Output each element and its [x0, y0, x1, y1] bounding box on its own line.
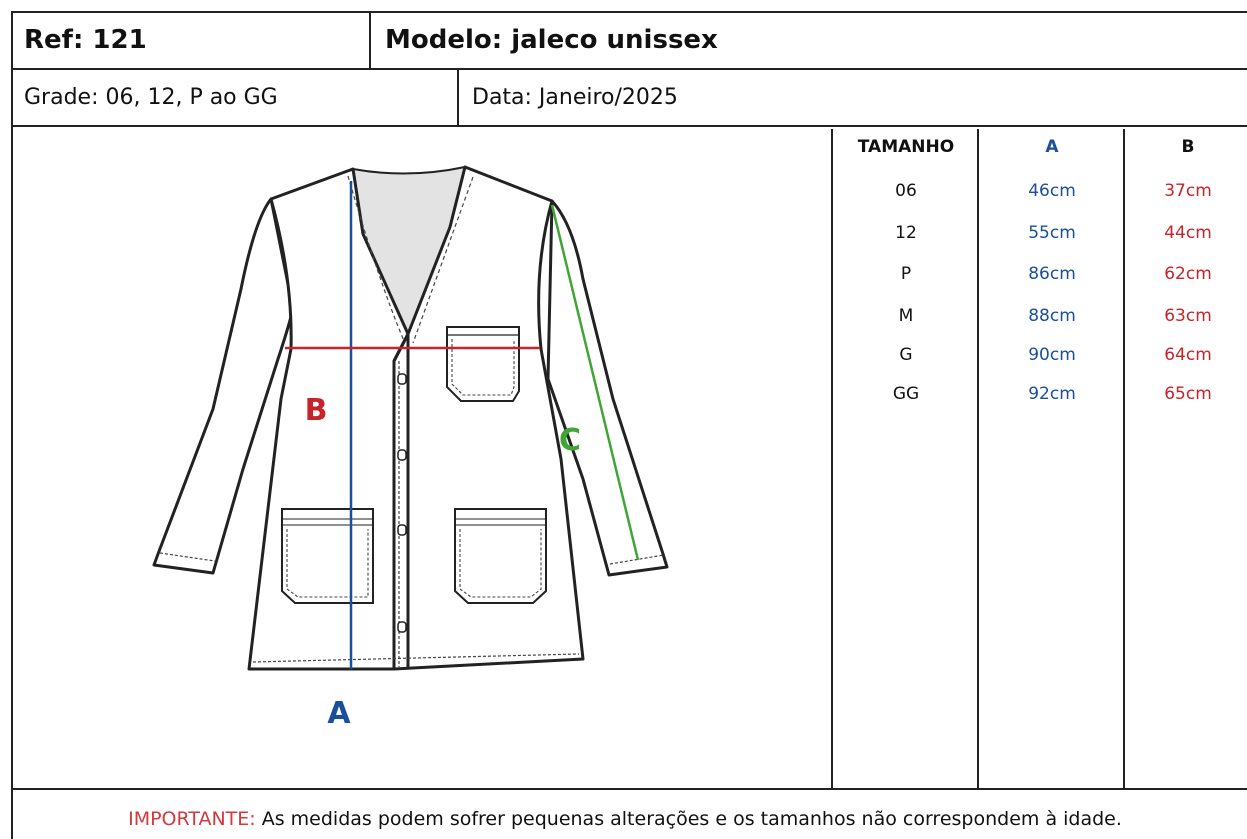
measure-b-column: B 37cm 44cm 62cm 63cm 64cm 65cm	[1127, 129, 1247, 790]
chest-pocket-stitch	[451, 339, 515, 396]
measure-a-cell: 90cm	[1028, 345, 1076, 365]
lower-left-pocket-stitch	[286, 529, 369, 598]
measure-a-cell: 55cm	[1028, 223, 1076, 243]
measure-a-cell: 86cm	[1028, 264, 1076, 284]
right-sleeve	[546, 199, 669, 577]
button	[397, 449, 407, 461]
important-label: IMPORTANTE:	[128, 808, 256, 830]
measure-a-cell: 46cm	[1028, 181, 1076, 201]
lower-left-pocket-welt	[282, 518, 373, 526]
measure-a-column: A 46cm 55cm 86cm 88cm 90cm 92cm	[981, 129, 1125, 790]
placket-edge	[392, 333, 410, 669]
measure-b-cell: 37cm	[1164, 181, 1212, 201]
measure-b-cell: 64cm	[1164, 345, 1212, 365]
button	[397, 373, 407, 385]
size-cell: G	[899, 345, 913, 365]
size-column: TAMANHO 06 12 P M G GG	[835, 129, 979, 790]
measure-line-c	[550, 204, 640, 561]
date-text: Data: Janeiro/2025	[472, 85, 678, 110]
measure-b-header: B	[1181, 137, 1195, 157]
footer-note: IMPORTANTE: As medidas podem sofrer pequ…	[13, 792, 1247, 839]
info-row: Grade: 06, 12, P ao GG Data: Janeiro/202…	[13, 70, 1247, 127]
ref-cell: Ref: 121	[13, 13, 371, 68]
measure-b-cell: 44cm	[1164, 223, 1212, 243]
measure-b-cell: 65cm	[1164, 384, 1212, 404]
left-cuff-stitch	[159, 552, 216, 562]
lower-left-pocket	[281, 508, 374, 604]
footer-text: IMPORTANTE: As medidas podem sofrer pequ…	[13, 808, 1237, 830]
lower-right-pocket	[454, 508, 547, 604]
left-sleeve	[152, 197, 295, 575]
size-cell: 12	[895, 223, 917, 243]
grade-cell: Grade: 06, 12, P ao GG	[13, 70, 459, 125]
label-b: B	[305, 393, 328, 428]
model-text: Modelo: jaleco unissex	[385, 25, 718, 55]
button	[397, 524, 407, 536]
size-cell: M	[898, 306, 914, 326]
label-c: C	[559, 423, 581, 458]
right-lapel-stitch	[412, 176, 474, 344]
left-lapel-stitch	[347, 175, 405, 342]
ref-text: Ref: 121	[24, 25, 147, 55]
lab-coat-drawing: A B C	[152, 165, 669, 731]
measure-a-cell: 88cm	[1028, 306, 1076, 326]
size-cell: 06	[895, 181, 917, 201]
label-a: A	[327, 696, 351, 731]
size-cell: GG	[892, 384, 920, 404]
measure-a-header: A	[1045, 137, 1059, 157]
lower-right-pocket-welt	[455, 518, 546, 526]
button	[397, 621, 407, 633]
hem-stitch	[252, 653, 580, 663]
size-cell: P	[900, 264, 912, 284]
date-cell: Data: Janeiro/2025	[461, 70, 1247, 125]
model-cell: Modelo: jaleco unissex	[373, 13, 1247, 68]
header-row: Ref: 121 Modelo: jaleco unissex	[13, 13, 1247, 70]
chest-pocket	[446, 326, 520, 402]
lower-right-pocket-stitch	[459, 529, 542, 598]
buttons	[397, 373, 407, 633]
size-header: TAMANHO	[857, 137, 955, 157]
grade-text: Grade: 06, 12, P ao GG	[24, 85, 278, 110]
note-text: As medidas podem sofrer pequenas alteraç…	[255, 808, 1122, 830]
spec-sheet: Ref: 121 Modelo: jaleco unissex Grade: 0…	[11, 11, 1247, 839]
measure-a-cell: 92cm	[1028, 384, 1076, 404]
main-section: A B C TAMANHO 06 12 P M G GG A 46cm 55cm…	[13, 129, 1247, 790]
garment-drawing-panel: A B C	[13, 129, 833, 790]
measure-b-cell: 63cm	[1164, 306, 1212, 326]
measure-b-cell: 62cm	[1164, 264, 1212, 284]
